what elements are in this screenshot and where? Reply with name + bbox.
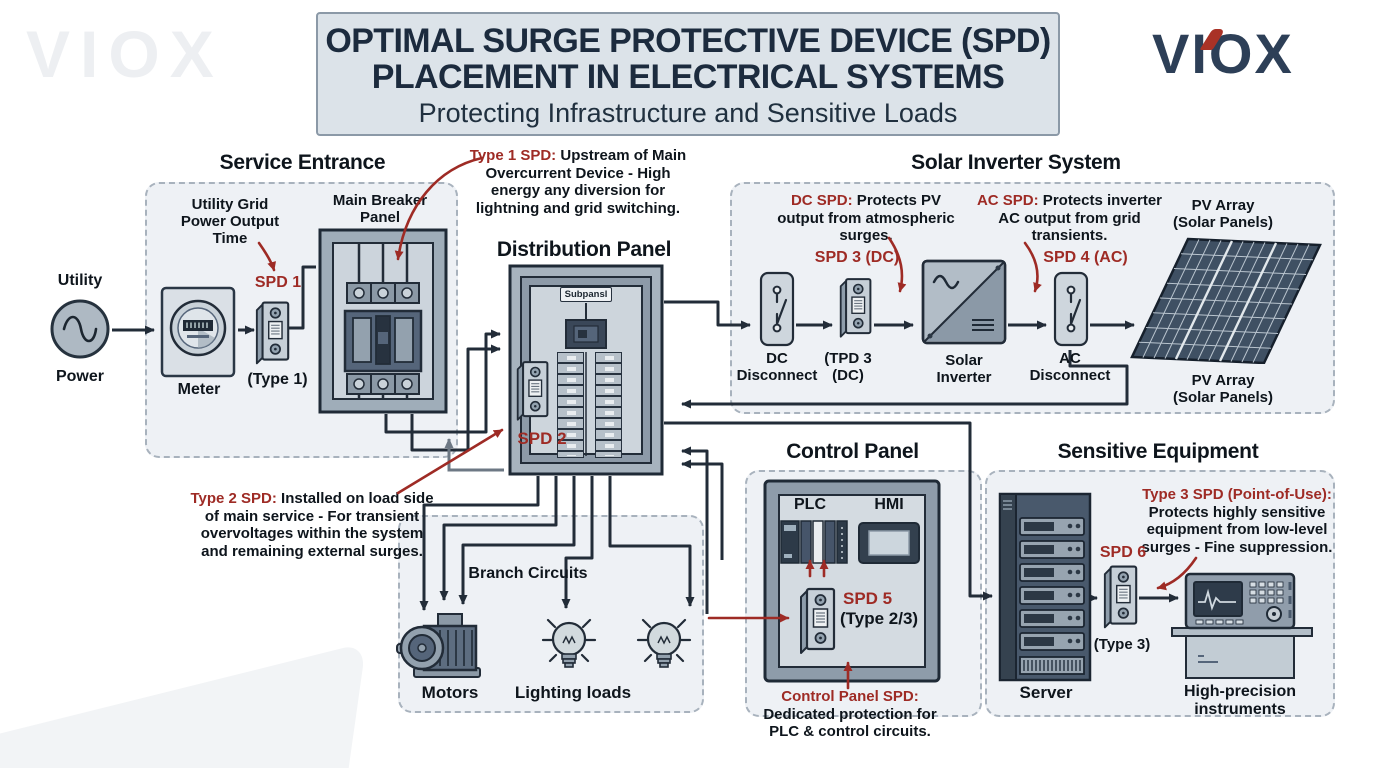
- meter-label: Meter: [177, 381, 221, 398]
- ac-disconnect-icon: [1053, 271, 1089, 347]
- type1-annotation: Type 1 SPD: Upstream of Main Overcurrent…: [462, 147, 694, 217]
- tpd3-label: (TPD 3 (DC): [824, 350, 872, 384]
- type2-annotation: Type 2 SPD: Installed on load side of ma…: [186, 490, 438, 560]
- dc-spd-note-lead: DC SPD:: [790, 192, 853, 209]
- spd4-label: SPD 4 (AC): [1043, 249, 1128, 266]
- ac-spd-note-text: Protects inverter AC output from grid tr…: [998, 192, 1163, 245]
- pv-array-top-label: PV Array (Solar Panels): [1172, 197, 1274, 231]
- server-label: Server: [1019, 683, 1073, 702]
- spd2-label: SPD 2: [517, 429, 567, 448]
- spd6-type-label: (Type 3): [1093, 636, 1151, 653]
- spd5-type-label: (Type 2/3): [840, 609, 919, 628]
- title-line2: PLACEMENT IN ELECTRICAL SYSTEMS: [371, 58, 1005, 97]
- utility-source-icon: [50, 299, 110, 359]
- lightbulb-icon: [541, 618, 597, 669]
- subpanel-label: Subpansl: [560, 287, 612, 302]
- spd2-device-icon: [516, 361, 549, 421]
- type2-annotation-text: Installed on load side of main service -…: [200, 490, 434, 560]
- main-breaker-label: Main Breaker Panel: [332, 192, 428, 226]
- power-label: Power: [55, 368, 104, 385]
- spd1-label: SPD 1: [254, 274, 302, 291]
- utility-label: Utility: [57, 272, 103, 289]
- control-panel-heading: Control Panel: [786, 440, 919, 463]
- dc-disconnect-icon: [759, 271, 795, 347]
- hmi-icon: [858, 522, 920, 564]
- meter-icon: [160, 286, 236, 378]
- branch-circuits-label: Branch Circuits: [468, 565, 588, 582]
- control-panel-spd-note-text: Dedicated protection for PLC & control c…: [763, 705, 937, 741]
- hmi-label: HMI: [874, 496, 904, 513]
- solar-system-heading: Solar Inverter System: [911, 151, 1121, 174]
- ac-disconnect-label: AC Disconnect: [1029, 350, 1111, 384]
- type3-annotation: Type 3 SPD (Point-of-Use):Protects highl…: [1122, 486, 1352, 556]
- spd3-label: SPD 3 (DC): [814, 249, 900, 266]
- lighting-loads-label: Lighting loads: [514, 683, 632, 702]
- ac-spd-note-lead: AC SPD:: [976, 192, 1039, 209]
- ac-spd-note: AC SPD: Protects inverter AC output from…: [968, 192, 1171, 245]
- dc-spd-note-text: Protects PV output from atmospheric surg…: [777, 192, 955, 245]
- breaker-column-right: [595, 352, 622, 458]
- spd3-device-icon: [839, 278, 872, 338]
- viox-logo: VIOX: [1152, 26, 1294, 82]
- spd5-device-icon: [799, 587, 836, 655]
- dc-disconnect-label: DC Disconnect: [736, 350, 818, 384]
- spd6-device-icon: [1103, 565, 1138, 629]
- dc-spd-note: DC SPD: Protects PV output from atmosphe…: [770, 192, 962, 245]
- type3-annotation-text: Protects highly sensitive equipment from…: [1141, 503, 1333, 556]
- pv-array-bottom-label: PV Array (Solar Panels): [1172, 372, 1274, 406]
- instruments-label: High-precision instruments: [1183, 683, 1296, 719]
- pv-array-icon: [1126, 232, 1326, 364]
- breaker-column-left: [557, 352, 584, 458]
- distribution-panel-heading: Distribution Panel: [496, 238, 672, 261]
- title-line1: OPTIMAL SURGE PROTECTIVE DEVICE (SPD): [325, 22, 1051, 60]
- server-rack-icon: [998, 492, 1092, 682]
- plc-icon: [780, 520, 848, 564]
- spd1-type-label: (Type 1): [247, 371, 308, 388]
- control-panel-spd-note-lead: Control Panel SPD:: [781, 688, 919, 705]
- utility-grid-note: Utility Grid Power Output Time: [180, 196, 280, 247]
- solar-inverter-label: Solar Inverter: [936, 352, 992, 386]
- main-breaker-panel-icon: [318, 228, 448, 414]
- type3-annotation-lead: Type 3 SPD (Point-of-Use):: [1142, 486, 1332, 503]
- type2-annotation-lead: Type 2 SPD:: [190, 490, 277, 507]
- viox-watermark: VIOX: [26, 17, 224, 91]
- solar-inverter-icon: [921, 259, 1007, 345]
- plc-label: PLC: [794, 496, 826, 513]
- type1-annotation-lead: Type 1 SPD:: [469, 147, 557, 164]
- lightbulb-icon: [636, 618, 692, 669]
- type1-annotation-text: Upstream of Main Overcurrent Device - Hi…: [475, 147, 687, 217]
- motor-icon: [396, 613, 481, 678]
- service-entrance-heading: Service Entrance: [219, 151, 386, 174]
- title-box: OPTIMAL SURGE PROTECTIVE DEVICE (SPD) PL…: [316, 12, 1060, 136]
- instruments-icon: [1171, 572, 1313, 679]
- spd5-label: SPD 5: [843, 589, 893, 608]
- subtitle: Protecting Infrastructure and Sensitive …: [418, 98, 958, 129]
- sensitive-equipment-heading: Sensitive Equipment: [1057, 440, 1259, 463]
- spd1-device-icon: [255, 301, 290, 365]
- spd6-label: SPD 6: [1099, 544, 1147, 561]
- control-panel-spd-note: Control Panel SPD:Dedicated protection f…: [747, 688, 953, 741]
- motors-label: Motors: [421, 683, 479, 702]
